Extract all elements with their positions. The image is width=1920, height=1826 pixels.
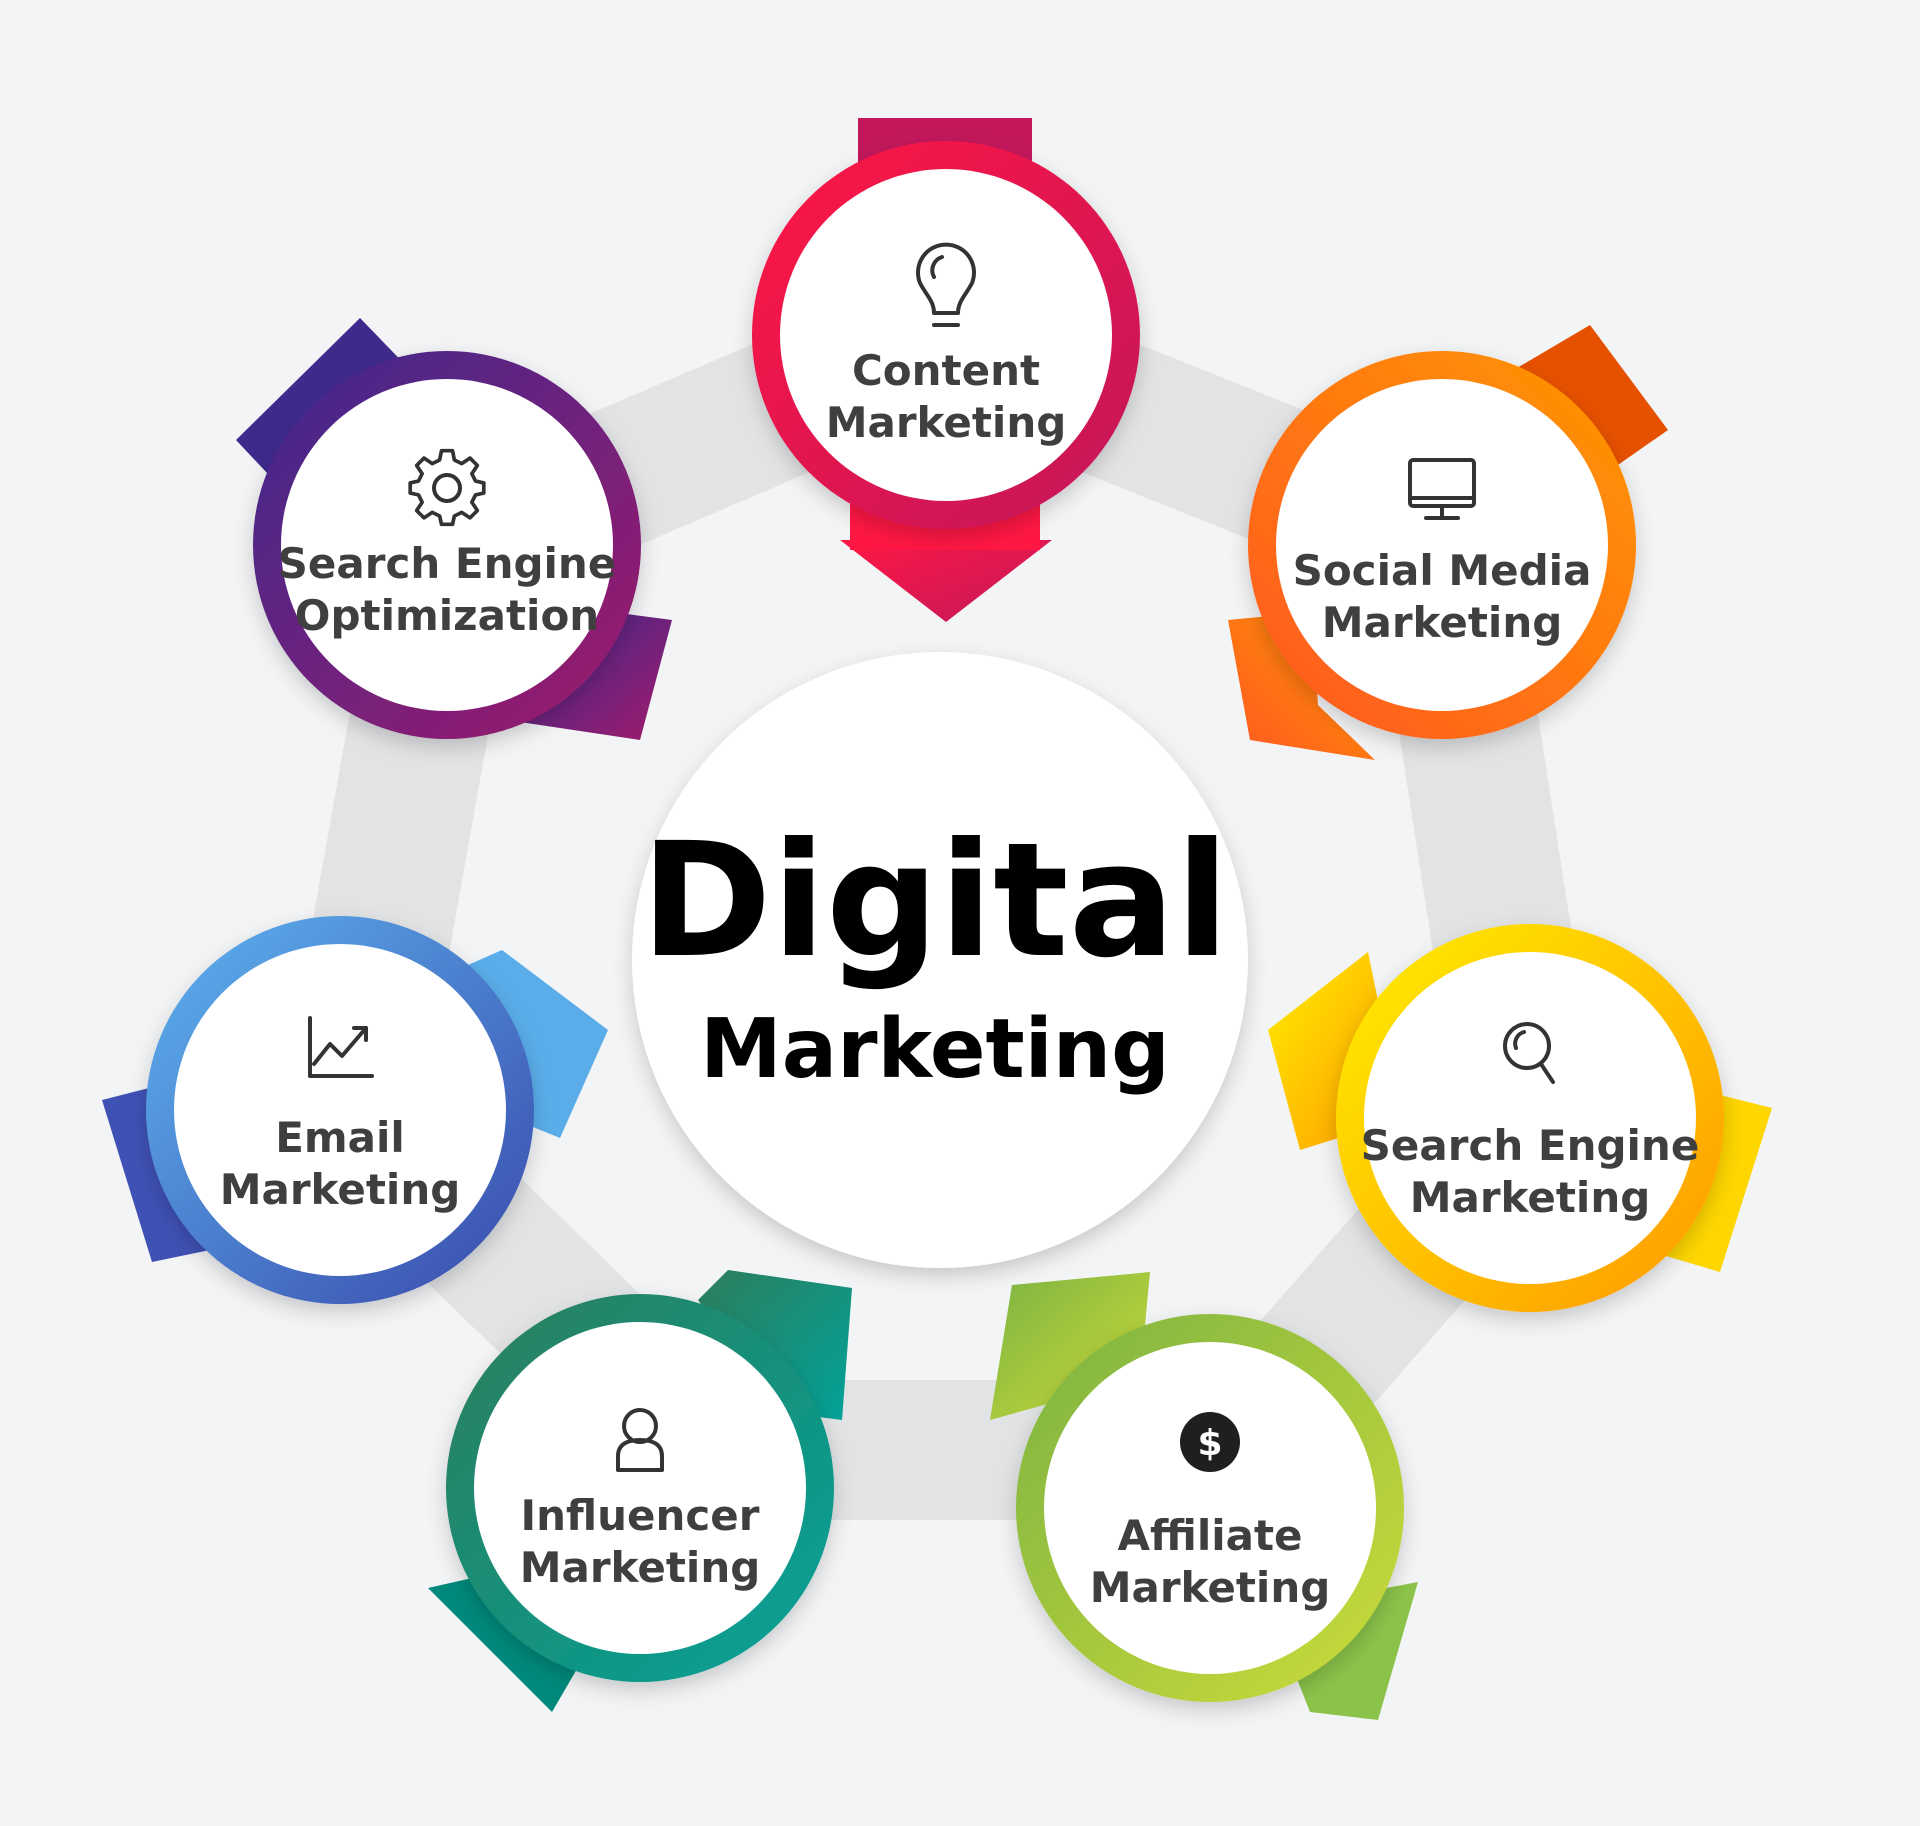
chart-icon [308,1016,374,1078]
social-arrow-head [1228,612,1375,760]
lightbulb-icon [916,242,976,327]
svg-text:$: $ [1197,1423,1222,1464]
center-title-line2: Marketing [700,1002,1170,1097]
content-label-line2: Marketing [826,398,1067,447]
influencer-arrow-head [698,1270,852,1420]
person-icon [616,1408,664,1472]
influencer-label-line1: Influencer [520,1491,759,1540]
social-label-line2: Marketing [1322,598,1563,647]
gear-icon [408,448,486,527]
dollar-icon: $ [1180,1412,1240,1472]
node-search-engine-marketing: Search Engine Marketing [1268,924,1772,1312]
center-hub: Digital Marketing [632,652,1248,1268]
email-label-line2: Marketing [220,1165,461,1214]
affiliate-label-line1: Affiliate [1117,1511,1302,1560]
node-seo: Search Engine Optimization [236,318,672,740]
node-social-media-marketing: Social Media Marketing [1228,325,1668,760]
node-email-marketing: Email Marketing [102,916,608,1304]
sem-label-line2: Marketing [1410,1173,1651,1222]
node-content-marketing: Content Marketing [752,118,1140,622]
magnifier-icon [1503,1022,1555,1084]
seo-arrow-head [520,612,672,740]
email-label-line1: Email [275,1113,405,1162]
sem-label-line1: Search Engine [1361,1121,1700,1170]
node-affiliate-marketing: $ Affiliate Marketing [990,1272,1418,1720]
content-arrow-head [840,540,1052,622]
content-label-line1: Content [852,346,1040,395]
center-title-line1: Digital [641,809,1230,993]
seo-label-line2: Optimization [295,591,599,640]
node-influencer-marketing: Influencer Marketing [428,1270,852,1712]
social-label-line1: Social Media [1293,546,1592,595]
influencer-label-line2: Marketing [520,1543,761,1592]
affiliate-label-line2: Marketing [1090,1563,1331,1612]
social-arrow-tail [1500,325,1668,488]
seo-label-line1: Search Engine [278,539,617,588]
monitor-icon [1408,458,1476,520]
